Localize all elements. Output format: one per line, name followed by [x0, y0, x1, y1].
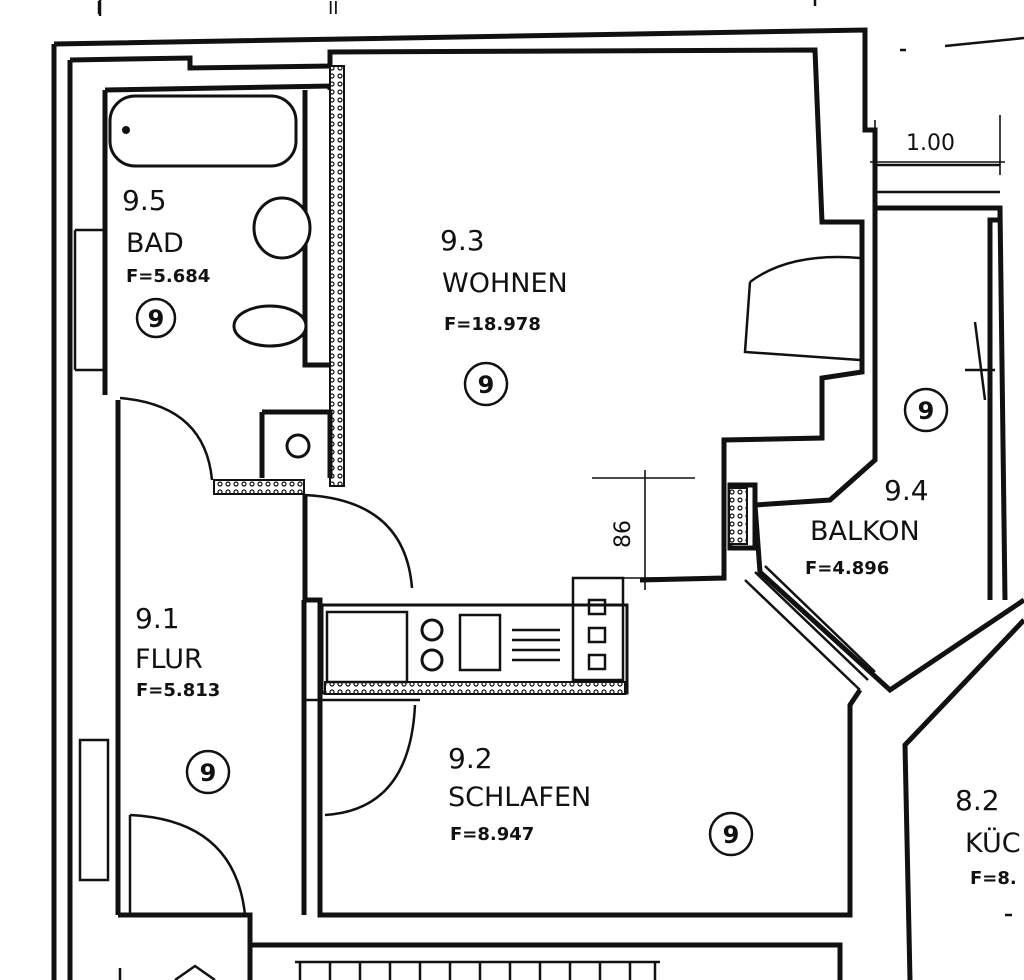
- floor-marker-schlafen: [708, 811, 754, 857]
- room-area-schlafen: F=8.947: [450, 824, 534, 845]
- room-number-flur: 9.1: [135, 602, 180, 635]
- room-name-schlafen: SCHLAFEN: [448, 782, 591, 813]
- floor-marker-flur-text: 9: [200, 759, 217, 787]
- room-number-schlafen: 9.2: [448, 742, 493, 775]
- grid-mark-2: II: [328, 0, 339, 19]
- room-area-wohnen: F=18.978: [444, 314, 541, 335]
- dimension-counter-text: 86: [611, 520, 636, 548]
- dimension-counter: 86: [592, 470, 695, 590]
- room-label-schlafen: 9.2 SCHLAFEN F=8.947 9: [448, 742, 754, 857]
- room-name-flur: FLUR: [135, 644, 203, 675]
- neighbour-kitchen-walls: [902, 618, 1024, 980]
- room-area-kueche: F=8.: [970, 868, 1017, 889]
- grid-mark-1: I: [96, 0, 101, 19]
- floor-marker-bad: [135, 297, 177, 339]
- room-name-bad: BAD: [126, 228, 184, 259]
- bathroom-fixtures: [108, 94, 312, 459]
- room-number-wohnen: 9.3: [440, 224, 485, 257]
- floor-marker-flur: [185, 749, 231, 795]
- room-name-kueche: KÜC: [965, 827, 1021, 859]
- grid-marks: I II: [96, 0, 1024, 52]
- balcony-walls: [744, 321, 1024, 694]
- room-number-bad: 9.5: [122, 184, 167, 217]
- floor-drain: [285, 433, 311, 459]
- floor-marker-balkon-upper: [903, 387, 949, 433]
- kitchenette: [320, 576, 629, 695]
- room-label-flur: 9.1 FLUR F=5.813 9: [135, 602, 231, 795]
- bathroom-walls: [73, 65, 345, 495]
- floor-marker-bad-text: 9: [148, 305, 165, 333]
- bathtub: [108, 94, 298, 168]
- room-area-bad: F=5.684: [126, 266, 210, 287]
- room-name-wohnen: WOHNEN: [442, 268, 568, 299]
- room-label-balkon: 9 9.4 BALKON F=4.896: [805, 387, 949, 579]
- room-area-balkon: F=4.896: [805, 558, 889, 579]
- room-label-wohnen: 9.3 WOHNEN F=18.978 9: [440, 224, 568, 407]
- dimension-balcony: 1.00: [870, 115, 1005, 175]
- door-swings: [119, 396, 417, 916]
- room-number-kueche: 8.2: [955, 784, 1000, 817]
- floor-marker-wohnen: [463, 361, 509, 407]
- room-name-balkon: BALKON: [810, 516, 920, 547]
- room-number-balkon: 9.4: [884, 474, 929, 507]
- living-room-walls: [639, 222, 878, 583]
- room-area-flur: F=5.813: [136, 680, 220, 701]
- bottom-fixture-ticks: [118, 960, 660, 980]
- floor-marker-balkon-upper-text: 9: [918, 397, 935, 425]
- floor-marker-schlafen-text: 9: [723, 821, 740, 849]
- dimension-balcony-text: 1.00: [906, 131, 955, 156]
- washbasin: [252, 196, 312, 260]
- floor-marker-wohnen-text: 9: [478, 371, 495, 399]
- hall-bedroom-walls: [78, 400, 863, 980]
- room-label-bad: 9.5 BAD F=5.684 9: [122, 184, 210, 339]
- toilet: [232, 304, 308, 348]
- room-label-kueche: 8.2 KÜC F=8.: [955, 784, 1021, 889]
